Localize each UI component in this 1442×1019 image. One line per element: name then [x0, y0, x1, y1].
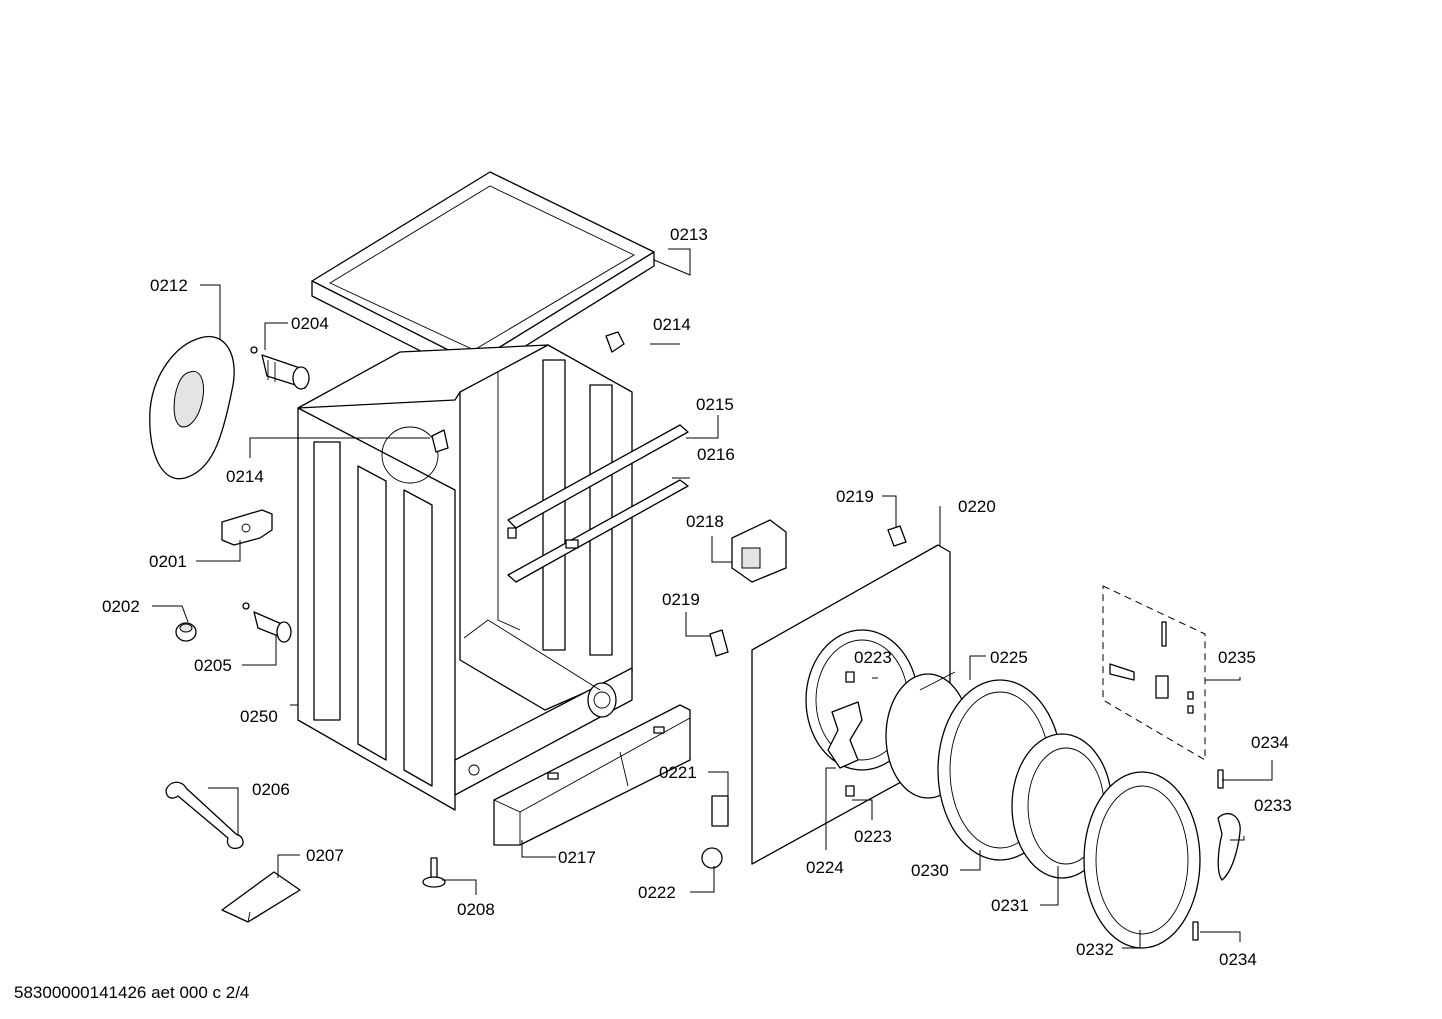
label-0202: 0202 — [102, 597, 140, 616]
label-0230: 0230 — [911, 861, 949, 880]
label-0213: 0213 — [670, 225, 708, 244]
label-0205: 0205 — [194, 656, 232, 675]
part-0207-plate — [221, 871, 301, 923]
part-0213-top-cover — [311, 171, 655, 379]
part-0205-cylinder — [242, 602, 292, 643]
document-reference: 58300000141426 aet 000 c 2/4 — [14, 983, 249, 1002]
label-0215: 0215 — [696, 395, 734, 414]
label-0224: 0224 — [806, 858, 844, 877]
part-0221-switch — [711, 795, 729, 827]
part-0233-handle — [1217, 813, 1241, 881]
label-0234-upper: 0234 — [1251, 733, 1289, 752]
label-0225: 0225 — [990, 648, 1028, 667]
part-0212-back-cover — [149, 335, 235, 480]
label-0204: 0204 — [291, 314, 329, 333]
label-0231: 0231 — [991, 896, 1029, 915]
label-0219-upper: 0219 — [836, 487, 874, 506]
part-0223-pin — [845, 671, 855, 797]
part-0217-fascia — [493, 704, 691, 846]
label-0250: 0250 — [240, 707, 278, 726]
label-0214-upper: 0214 — [653, 315, 691, 334]
label-0208: 0208 — [457, 900, 495, 919]
label-0206: 0206 — [252, 780, 290, 799]
label-0207: 0207 — [306, 846, 344, 865]
label-0235: 0235 — [1218, 648, 1256, 667]
part-0235-hinge-kit — [1102, 585, 1206, 761]
leader-lines — [152, 248, 1273, 949]
part-0201-clamp — [221, 509, 273, 546]
part-0232-door-ring — [1083, 771, 1201, 949]
part-0202-foot — [175, 622, 197, 642]
part-0206-wrench — [165, 781, 244, 850]
label-0233: 0233 — [1254, 796, 1292, 815]
label-0212: 0212 — [150, 276, 188, 295]
label-0219-lower: 0219 — [662, 590, 700, 609]
part-0215-bracket — [507, 424, 689, 539]
label-0223-upper: 0223 — [854, 648, 892, 667]
label-0234-lower: 0234 — [1219, 950, 1257, 969]
label-0201: 0201 — [149, 552, 187, 571]
part-0222-knob — [701, 847, 723, 869]
label-0222: 0222 — [638, 883, 676, 902]
label-0218: 0218 — [686, 512, 724, 531]
label-0220: 0220 — [958, 497, 996, 516]
part-0208-screw — [422, 857, 446, 888]
part-0234-pin — [1192, 769, 1224, 941]
label-0223-lower: 0223 — [854, 827, 892, 846]
part-0250-cabinet — [297, 344, 633, 811]
label-0232: 0232 — [1076, 940, 1114, 959]
part-0224-hinge — [827, 701, 863, 769]
label-0221: 0221 — [659, 763, 697, 782]
label-0214-lower: 0214 — [226, 467, 264, 486]
part-0214-clip — [431, 331, 625, 453]
part-0216-bracket — [507, 479, 689, 583]
part-0204-cylinder — [250, 346, 310, 390]
label-0217: 0217 — [558, 848, 596, 867]
label-0216: 0216 — [697, 445, 735, 464]
part-0218-door-lock — [731, 519, 787, 583]
